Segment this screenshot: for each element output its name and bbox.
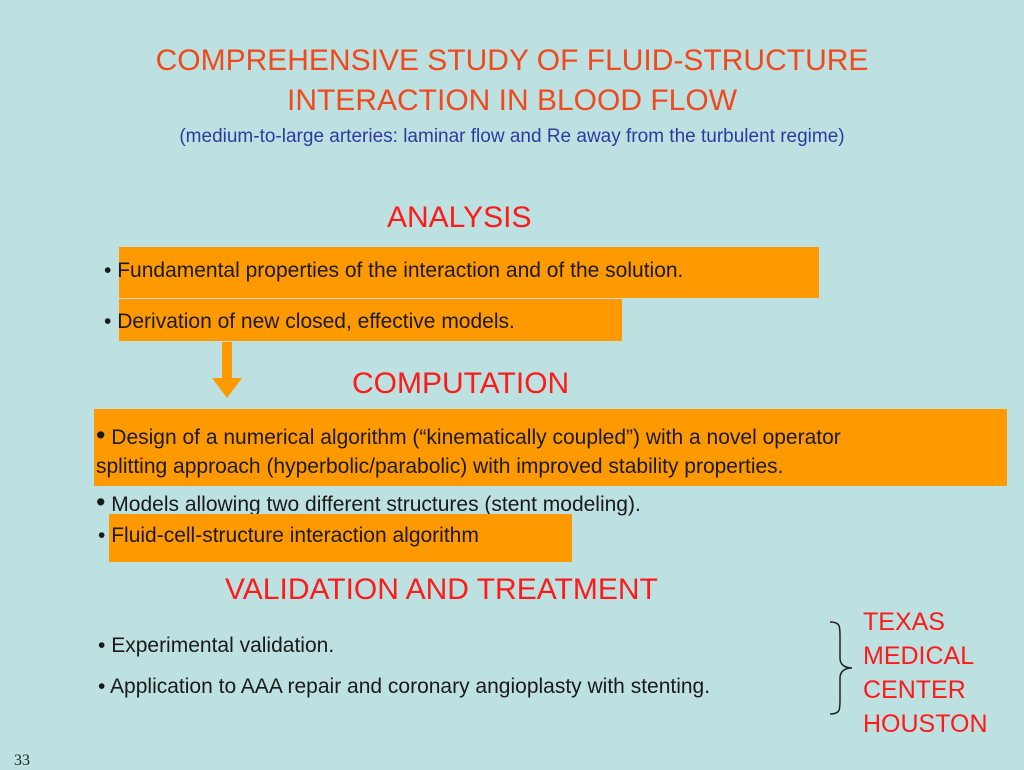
down-arrow-icon [212, 342, 242, 398]
texas-line-3: CENTER [863, 676, 966, 704]
title-line-1: COMPREHENSIVE STUDY OF FLUID-STRUCTURE [155, 44, 869, 77]
bullet: • [96, 420, 106, 450]
texas-line-4: HOUSTON [863, 710, 988, 738]
analysis-highlight-2 [119, 299, 622, 341]
validation-item-1-text: Experimental validation. [111, 634, 335, 657]
computation-item-2-text: Models allowing two different structures… [111, 493, 641, 516]
validation-item-2-text: Application to AAA repair and coronary a… [110, 675, 711, 698]
computation-item-3: • Fluid-cell-structure interaction algor… [98, 524, 479, 548]
computation-highlight-3 [109, 514, 572, 562]
computation-item-2: • Models allowing two different structur… [96, 487, 641, 518]
texas-medical-center-label: TEXAS MEDICAL CENTER HOUSTON [863, 605, 988, 741]
computation-item-1-line-2: splitting approach (hyperbolic/parabolic… [96, 455, 784, 478]
analysis-item-1: • Fundamental properties of the interact… [104, 259, 683, 283]
analysis-highlight-1 [119, 247, 819, 298]
computation-item-1-line-1: • Design of a numerical algorithm (“kine… [96, 420, 841, 451]
title-line-2: INTERACTION IN BLOOD FLOW [286, 84, 738, 117]
bullet: • [98, 675, 106, 698]
bullet: • [104, 259, 112, 282]
computation-item-1-text-line-1: Design of a numerical algorithm (“kinema… [111, 426, 841, 449]
analysis-item-1-text: Fundamental properties of the interactio… [117, 259, 684, 282]
analysis-item-2: • Derivation of new closed, effective mo… [104, 310, 515, 334]
texas-line-1: TEXAS [863, 608, 945, 636]
computation-heading: COMPUTATION [352, 367, 570, 400]
computation-highlight-1 [94, 409, 1007, 486]
bullet: • [104, 310, 112, 333]
texas-line-2: MEDICAL [863, 642, 975, 670]
page-number: 33 [14, 752, 30, 769]
bullet: • [98, 524, 106, 547]
analysis-item-2-text: Derivation of new closed, effective mode… [117, 310, 515, 333]
validation-item-1: • Experimental validation. [98, 634, 334, 658]
analysis-heading: ANALYSIS [387, 201, 532, 234]
bullet: • [98, 634, 106, 657]
bullet: • [96, 487, 106, 517]
validation-item-2: • Application to AAA repair and coronary… [98, 675, 710, 699]
computation-item-3-text: Fluid-cell-structure interaction algorit… [111, 524, 479, 547]
curly-brace-icon [829, 621, 853, 715]
subtitle: (medium-to-large arteries: laminar flow … [179, 126, 845, 147]
validation-heading: VALIDATION AND TREATMENT [225, 573, 658, 606]
